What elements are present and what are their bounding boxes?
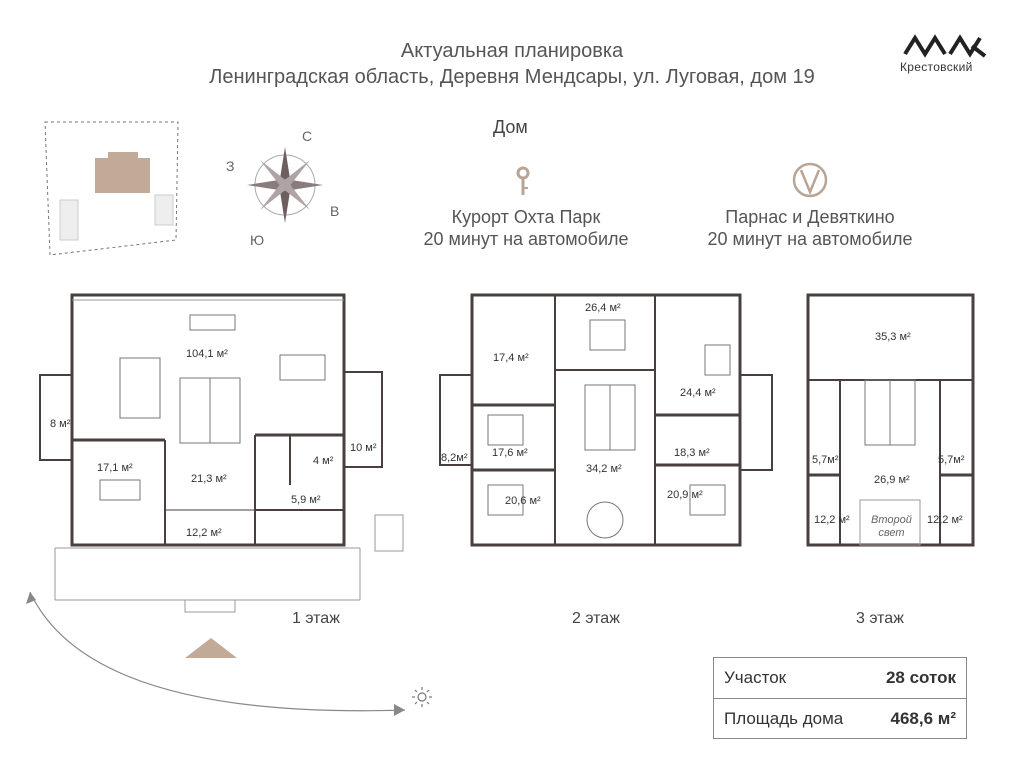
room-area: 12,2 м² [814, 514, 850, 526]
room-area: 17,4 м² [493, 352, 529, 364]
address-subtitle: Ленинградская область, Деревня Мендсары,… [209, 66, 815, 88]
section-label: Дом [493, 117, 528, 137]
room-area: 8,2м² [441, 452, 468, 464]
sun-path-arrow [26, 591, 406, 716]
compass-south: Ю [250, 232, 265, 248]
room-area: 26,9 м² [874, 474, 910, 486]
room-area: 18,3 м² [674, 447, 710, 459]
poi-parnas: Парнас и Девяткино 20 минут на автомобил… [707, 206, 912, 250]
floor-1-label: 1 этаж [292, 610, 340, 627]
floor-1-plan [39, 293, 404, 613]
sun-icon [412, 687, 432, 707]
room-area: 104,1 м² [186, 348, 228, 360]
page-title: Актуальная планировка [400, 40, 624, 62]
floor-2-label: 2 этаж [572, 610, 620, 627]
logo-text: Крестовский [900, 60, 973, 74]
room-area: 26,4 м² [585, 302, 621, 314]
plot-label: Участок [724, 668, 787, 687]
room-area: 24,4 м² [680, 387, 716, 399]
room-area: 12,2 м² [186, 527, 222, 539]
compass-east: В [330, 203, 340, 219]
compass-north: С [302, 128, 313, 144]
area-row: Площадь дома 468,6 м² [714, 698, 966, 739]
area-value: 468,6 м² [890, 709, 956, 728]
floor-3-plan [806, 293, 975, 547]
plot-value: 28 соток [885, 668, 956, 687]
room-area: 17,6 м² [492, 447, 528, 459]
summary-box: Участок 28 соток Площадь дома 468,6 м² [713, 657, 967, 739]
poi-time: 20 минут на автомобиле [707, 229, 913, 249]
poi-time: 20 минут на автомобиле [423, 229, 629, 249]
poi-okhta-park: Курорт Охта Парк 20 минут на автомобиле [423, 206, 628, 250]
poi-name: Парнас и Девяткино [725, 207, 895, 227]
plot-row: Участок 28 соток [714, 658, 966, 698]
site-plan-thumbnail [44, 121, 179, 256]
floor-1-ground-marker-icon [185, 638, 237, 658]
room-area: 5,9 м² [291, 494, 321, 506]
location-pin-icon [516, 166, 530, 195]
room-area: 5,7м² [812, 454, 839, 466]
room-area: 12,2 м² [927, 514, 963, 526]
room-area: 34,2 м² [586, 463, 622, 475]
compass-west: З [226, 158, 235, 174]
room-area: 5,7м² [938, 454, 965, 466]
room-area: 20,9 м² [667, 489, 703, 501]
room-area: 20,6 м² [505, 495, 541, 507]
room-area: 8 м² [50, 418, 71, 430]
floor-3-label: 3 этаж [856, 610, 904, 627]
room-area: 35,3 м² [875, 331, 911, 343]
floor-2-plan [439, 293, 773, 547]
area-label: Площадь дома [724, 709, 844, 728]
room-area: 17,1 м² [97, 462, 133, 474]
moon-icon [21, 562, 34, 578]
room-area: 21,3 м² [191, 473, 227, 485]
poi-name: Курорт Охта Парк [451, 207, 601, 227]
room-area: 4 м² [313, 455, 334, 467]
second-light-note: Второй свет [871, 514, 912, 539]
room-area: 10 м² [350, 442, 377, 454]
metro-icon [792, 162, 828, 198]
compass-rose-icon [247, 147, 323, 223]
logo-icon [903, 34, 987, 58]
